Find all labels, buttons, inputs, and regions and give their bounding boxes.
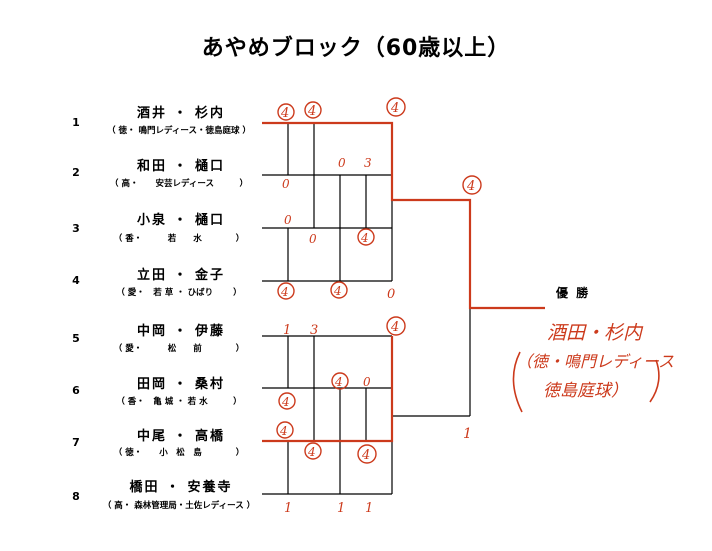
entry-number: 4 [72, 274, 80, 287]
champion-names: 酒田・杉内 [547, 322, 643, 344]
handwritten-scores: 4 4 4 0 0 3 0 0 4 4 4 0 1 3 4 4 4 0 4 4 … [276, 97, 482, 516]
entry-number: 1 [72, 116, 80, 129]
svg-text:4: 4 [334, 375, 343, 389]
svg-text:0: 0 [282, 177, 290, 191]
svg-text:0: 0 [309, 232, 317, 246]
svg-text:1: 1 [463, 426, 472, 442]
entry-number: 3 [72, 222, 80, 235]
svg-text:1: 1 [283, 323, 291, 338]
player-club: （ 徳・ 鳴門レディース・徳島庭球 ） [107, 126, 251, 136]
player-names: 酒井 ・ 杉内 [136, 106, 226, 121]
player-club: （ 愛・ 松 前 ） [113, 344, 245, 354]
entry-number: 6 [72, 384, 80, 397]
svg-text:4: 4 [307, 104, 316, 119]
page-title: あやめブロック（60歳以上） [201, 36, 511, 61]
player-club: （ 高・ 森林管理局・土佐レディース ） [102, 501, 256, 511]
svg-text:4: 4 [361, 448, 370, 463]
svg-text:4: 4 [390, 320, 399, 335]
svg-text:4: 4 [466, 179, 475, 194]
svg-text:0: 0 [284, 213, 292, 227]
svg-text:4: 4 [280, 106, 289, 121]
svg-text:0: 0 [387, 287, 395, 302]
svg-text:0: 0 [363, 375, 371, 389]
player-names: 小泉 ・ 樋口 [136, 213, 226, 228]
champion-bracket-left [512, 351, 523, 413]
svg-text:4: 4 [360, 231, 369, 245]
svg-text:1: 1 [365, 501, 373, 516]
group-a-grid [262, 122, 393, 282]
svg-text:4: 4 [281, 395, 290, 409]
svg-text:4: 4 [279, 424, 288, 438]
winner-label: 優 勝 [556, 286, 591, 300]
champion-club-line-1: （徳・鳴門レディース [516, 352, 675, 371]
entry-number: 2 [72, 166, 80, 179]
svg-text:1: 1 [337, 501, 345, 516]
svg-text:4: 4 [333, 284, 342, 298]
svg-text:4: 4 [280, 285, 289, 299]
player-names: 和田 ・ 樋口 [136, 159, 226, 174]
player-club: （ 香・ 亀 城 ・ 若 水 ） [116, 397, 242, 407]
entry-number: 7 [72, 436, 80, 449]
player-club: （ 愛・ 若 草 ・ ひばり ） [116, 288, 242, 298]
winner-path [262, 121, 545, 443]
player-names: 立田 ・ 金子 [136, 268, 226, 283]
svg-text:3: 3 [310, 323, 318, 338]
svg-text:1: 1 [284, 501, 292, 516]
player-names: 中岡 ・ 伊藤 [136, 324, 226, 339]
player-club: （ 徳・ 小 松 島 ） [113, 448, 245, 458]
entry-number: 5 [72, 332, 80, 345]
entry-number: 8 [72, 490, 80, 503]
champion-club-line-2: 徳島庭球） [543, 381, 628, 401]
svg-text:0: 0 [338, 156, 346, 170]
player-names: 田岡 ・ 桑村 [136, 377, 226, 392]
svg-text:4: 4 [390, 101, 399, 116]
player-names: 中尾 ・ 高橋 [136, 429, 226, 444]
svg-text:4: 4 [307, 445, 316, 459]
player-club: （ 高・ 安芸レディース ） [110, 179, 248, 189]
champion-bracket-right [649, 359, 660, 403]
group-b-grid [262, 335, 393, 495]
player-names: 橋田 ・ 安養寺 [129, 480, 233, 495]
svg-text:3: 3 [364, 156, 372, 170]
player-club: （ 香・ 若 水 ） [113, 234, 245, 244]
